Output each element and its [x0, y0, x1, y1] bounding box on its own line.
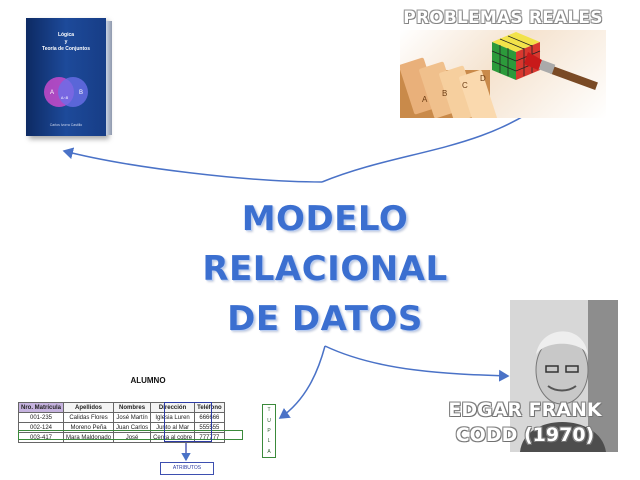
tab-letter-d: D: [480, 74, 486, 83]
paint-brush-icon: [524, 52, 598, 90]
codd-caption-line2: CODD (1970): [455, 424, 595, 446]
table-cell: José Martín: [113, 412, 152, 423]
tuple-highlight: [18, 430, 243, 440]
tupla-letter: U: [267, 417, 271, 424]
table-row: 003-417 Mara Maldonado José Cerca al cob…: [17, 432, 225, 443]
arrow-to-codd: [324, 345, 510, 382]
table-cell: Mara Maldonado: [63, 432, 115, 443]
book-cover: [26, 18, 106, 136]
table-row: 002-124 Moreno Peña Juan Carlos Junto al…: [17, 422, 225, 433]
tab-letter-a: A: [422, 95, 428, 104]
header-matricula: Nro. Matrícula: [17, 402, 65, 413]
arrow-to-book: [62, 147, 323, 183]
tab-letter-c: C: [462, 81, 468, 90]
book-spine: [106, 21, 112, 135]
codd-caption: EDGAR FRANK CODD (1970): [440, 398, 610, 448]
codd-portrait: [510, 300, 618, 452]
file-tabs-icon: A B C D: [400, 57, 497, 118]
arrow-to-table: [278, 345, 326, 419]
table-cell: 777777: [194, 432, 225, 443]
central-title-line1: MODELO: [241, 199, 409, 239]
book-title-line3: Teoría de Conjuntos: [42, 46, 90, 52]
venn-diagram-icon: A B A∩B: [44, 77, 88, 107]
table-header-row: Nro. Matrícula Apellidos Nombres Direcci…: [17, 402, 225, 413]
book-title: Lógica y Teoría de Conjuntos: [28, 32, 104, 53]
alumno-table: Nro. Matrícula Apellidos Nombres Direcci…: [17, 402, 225, 443]
set-theory-book: Lógica y Teoría de Conjuntos A B A∩B Car…: [26, 18, 114, 136]
header-nombres: Nombres: [113, 402, 152, 413]
central-title: MODELO RELACIONAL DE DATOS: [190, 194, 460, 344]
tupla-letter: P: [267, 427, 271, 434]
book-title-line1: Lógica: [57, 32, 75, 38]
table-cell: 001-235: [17, 412, 65, 423]
header-apellidos: Apellidos: [63, 402, 115, 413]
attribute-highlight: [164, 402, 212, 442]
tupla-label-box: T U P L A: [262, 404, 276, 458]
book-author: Carlos Ivorra Castillo: [49, 123, 83, 127]
tab-letter-b: B: [442, 89, 447, 98]
tupla-letter: T: [267, 407, 271, 414]
central-title-line2: RELACIONAL: [202, 249, 448, 289]
portrait-picture: [510, 300, 618, 452]
problems-title: PROBLEMAS REALES: [403, 8, 603, 28]
problems-picture: A B C D: [400, 32, 598, 118]
atributos-label-box: ATRIBUTOS: [160, 462, 214, 475]
codd-caption-line1: EDGAR FRANK: [448, 399, 602, 421]
venn-b-label: B: [79, 90, 83, 96]
tupla-letter: A: [267, 448, 271, 455]
book-title-line2: y: [64, 39, 68, 45]
venn-overlap-label: A∩B: [61, 96, 69, 100]
table-caption: ALUMNO: [130, 376, 166, 385]
table-cell: Cerca al cobre: [150, 432, 196, 443]
venn-a-label: A: [50, 90, 54, 96]
central-title-line3: DE DATOS: [227, 299, 423, 339]
table-cell: Calidas Flores: [63, 412, 115, 423]
tupla-letter: L: [267, 438, 271, 445]
problems-illustration: A B C D: [400, 30, 606, 118]
